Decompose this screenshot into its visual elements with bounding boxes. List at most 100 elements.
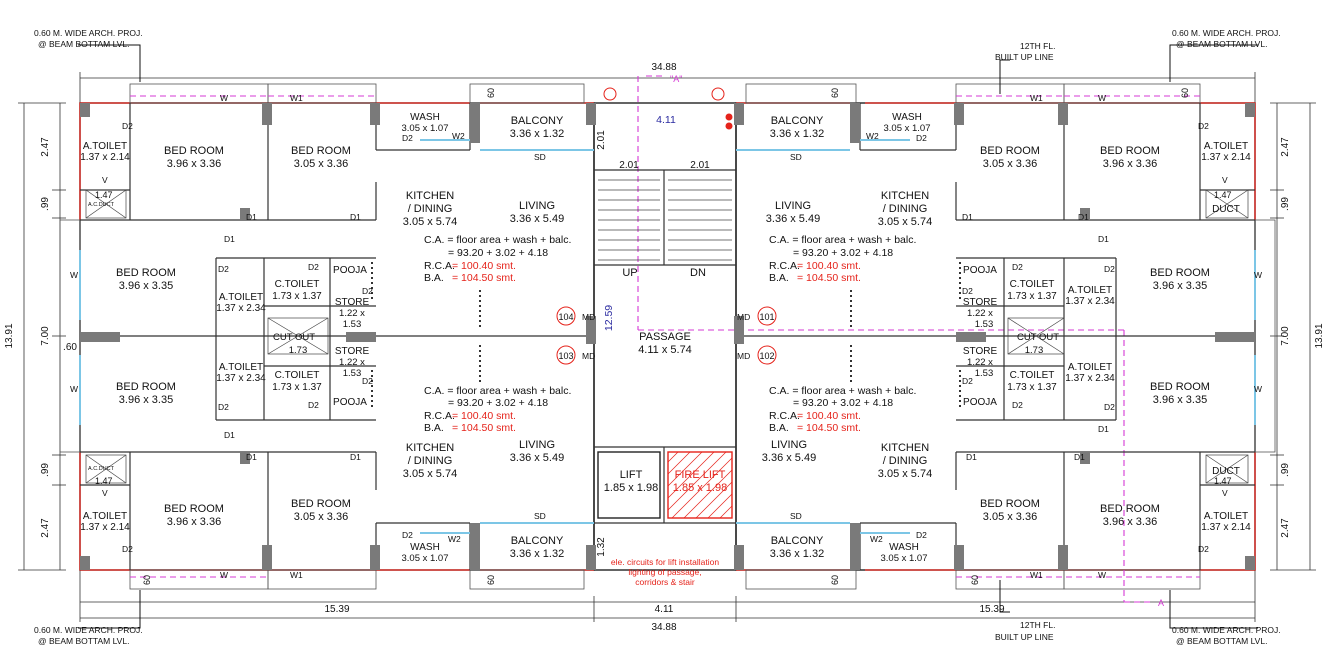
interior-walls [80,103,1255,570]
tag-w2-1: W2 [452,131,465,141]
size-bedroom-bl1: 3.96 x 3.36 [167,516,221,528]
label-kitchen-br2: / DINING [883,455,928,467]
tag-w2-2: W2 [448,534,461,544]
label-store-r2: STORE [963,346,998,357]
area-ba-label-bl: B.A. [424,422,444,434]
md-103: MD [582,351,595,361]
dim-halfh-left: 7.00 [40,326,51,346]
dim-247-bl: 2.47 [40,518,51,538]
size-atoilet-lm1: 1.37 x 2.34 [216,303,266,314]
size-bedroom-lm1: 3.96 x 3.35 [119,280,173,292]
dim-60-left: .60 [63,342,77,353]
tag-d2-7: D2 [218,402,229,412]
size-wash-tr: 3.05 x 1.07 [883,123,930,134]
note-arch-bl-1: 0.60 M. WIDE ARCH. PROJ. [34,625,143,635]
dim-201-left: 2.01 [619,160,639,171]
label-ctoilet-lm1: C.TOILET [275,279,320,290]
size-store-r2a: 1.22 x [967,357,993,368]
size-ctoilet-lm2: 1.73 x 1.37 [272,382,322,393]
tag-d2-16: D2 [1012,400,1023,410]
tag-w2-4: W2 [870,534,883,544]
label-kitchen-tr1: KITCHEN [881,190,929,202]
size-balcony-bl: 3.36 x 1.32 [510,548,564,560]
area-ba-val-tl: = 104.50 smt. [452,272,516,284]
tag-d2-6: D2 [308,400,319,410]
label-living-br: LIVING [771,439,807,451]
label-kitchen-tl2: / DINING [408,203,453,215]
fire-hydrant-right [711,87,725,101]
label-wash-bl: WASH [410,542,440,553]
magenta-dashes [130,75,1200,603]
label-duct-br: DUCT [1212,466,1240,477]
tag-d2-12: D2 [1104,264,1115,274]
cutout-crosses [85,189,1249,484]
label-store-r1: STORE [963,297,998,308]
size-bedroom-rm2: 3.96 x 3.35 [1153,394,1207,406]
label-kitchen-bl2: / DINING [408,455,453,467]
label-fire-lift: FIRE LIFT [675,469,726,481]
tag-sd-1: SD [534,152,546,162]
tag-d2-3: D2 [308,262,319,272]
area-ba-val-tr: = 104.50 smt. [797,272,861,284]
label-kitchen-br1: KITCHEN [881,442,929,454]
area-rca-label-tr: R.C.A. [769,260,800,272]
tag-d1-10: D1 [1098,424,1109,434]
size-atoilet-rm1: 1.37 x 2.34 [1065,296,1115,307]
tag-w-6: W [1098,570,1106,580]
note-arch-br-2: @ BEAM BOTTAM LVL. [1176,636,1267,646]
label-bedroom-lm1: BED ROOM [116,267,176,279]
area-ca2-br: = 93.20 + 3.02 + 4.18 [793,397,893,409]
area-ca-tr: C.A. = floor area + wash + balc. [769,234,916,246]
core-width-top: 4.11 [656,114,676,126]
mark-60-6: 60 [830,575,840,585]
size-balcony-tl: 3.36 x 1.32 [510,128,564,140]
dim-147-tr: 1.47 [1214,190,1232,200]
tag-d2-10: D2 [402,530,413,540]
md-104: MD [582,312,595,322]
mark-60-3: 60 [1180,88,1190,98]
area-ba-val-br: = 104.50 smt. [797,422,861,434]
label-atoilet-lm1: A.TOILET [219,292,263,303]
labels: 0.60 M. WIDE ARCH. PROJ. @ BEAM BOTTAM L… [34,28,1281,646]
size-atoilet-tr: 1.37 x 2.14 [1201,152,1251,163]
dim-132-left: 1.32 [596,537,607,557]
tag-d1-9: D1 [1098,234,1109,244]
size-store-l2b: 1.53 [343,368,362,379]
area-ba-label-br: B.A. [769,422,789,434]
label-bedroom-br1: BED ROOM [980,498,1040,510]
label-bedroom-tr1: BED ROOM [980,145,1040,157]
dim-left-half: 15.39 [324,604,349,615]
label-ctoilet-lm2: C.TOILET [275,370,320,381]
label-dn: DN [690,267,706,279]
section-a-top: "A" [670,74,682,84]
tag-w1-4: W1 [1030,570,1043,580]
size-bedroom-tl2: 3.05 x 3.36 [294,158,348,170]
dim-147-br: 1.47 [1214,476,1232,486]
tag-d2-13: D2 [1012,262,1023,272]
label-bedroom-tl2: BED ROOM [291,145,351,157]
size-balcony-br: 3.36 x 1.32 [770,548,824,560]
label-living-tr: LIVING [775,200,811,212]
size-balcony-tr: 3.36 x 1.32 [770,128,824,140]
size-kitchen-br: 3.05 x 5.74 [878,468,932,480]
mark-60-2: 60 [830,88,840,98]
acduct-bl: A.C.DUCT [88,466,115,472]
label-cutout-l: CUT OUT [273,332,315,343]
size-passage: 4.11 x 5.74 [638,344,692,356]
dim-core-bottom: 4.11 [655,604,674,615]
dim-99-tl: .99 [40,197,51,211]
dim-99-bl: .99 [40,463,51,477]
tag-d2-14: D2 [962,286,973,296]
tag-d1-4: D1 [224,430,235,440]
label-atoilet-rm1: A.TOILET [1068,285,1112,296]
dotted-beams [371,262,961,410]
dim-right-half: 15.39 [979,604,1004,615]
size-kitchen-bl: 3.05 x 5.74 [403,468,457,480]
size-living-tr: 3.36 x 5.49 [766,213,820,225]
size-bedroom-tr1: 3.05 x 3.36 [983,158,1037,170]
tag-d1-7: D1 [962,212,973,222]
size-lift: 1.85 x 1.98 [604,482,658,494]
dim-1259: 12.59 [603,305,615,331]
unit-circles [556,306,777,365]
